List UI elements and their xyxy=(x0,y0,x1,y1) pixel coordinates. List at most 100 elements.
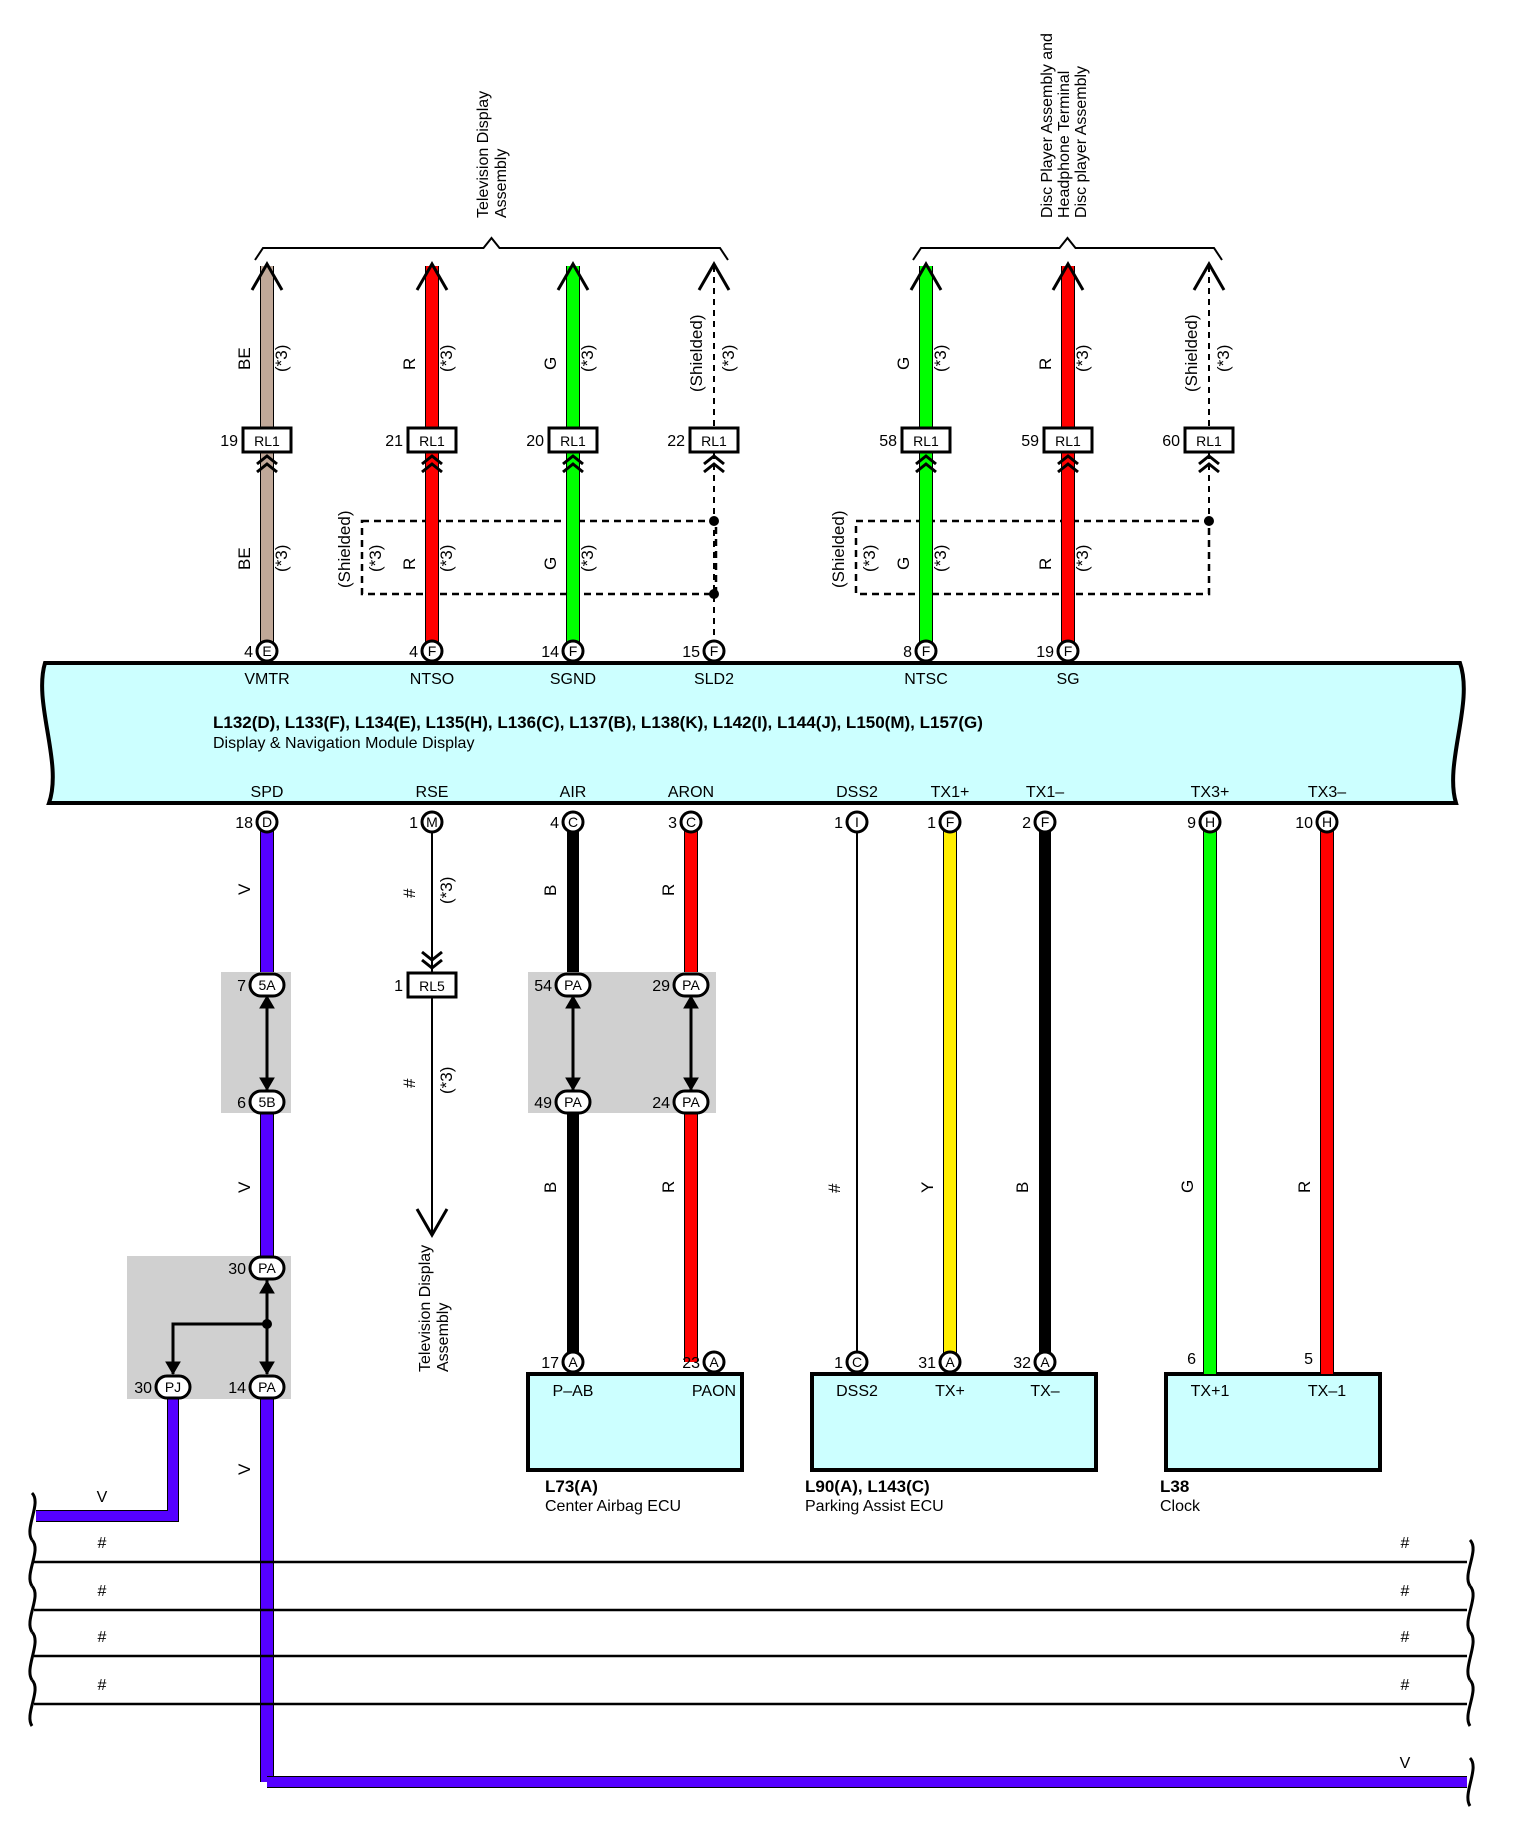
ecu-code-clock: L38 xyxy=(1160,1477,1189,1496)
spd-pa-up-head xyxy=(259,1280,275,1294)
bus-line-1-left-code: # xyxy=(98,1535,107,1552)
disc-group-label: Headphone Terminal xyxy=(1056,71,1073,218)
top-sg-code-bot: R xyxy=(1036,558,1055,570)
top-ntso-arrow xyxy=(415,260,449,291)
ecu-airbag-pin-0-pin-num: 17 xyxy=(541,1355,559,1372)
top-sld2-code-top: (Shielded) xyxy=(687,315,706,393)
top-vmtr-note-top: (*3) xyxy=(272,345,291,372)
aron-junction-down-head xyxy=(683,1077,699,1091)
rse-code-2: # xyxy=(400,1078,419,1088)
spd-pa14-oval xyxy=(248,1374,286,1400)
air-pa-bot-oval xyxy=(554,1089,592,1115)
top-sgnd-relay-num: 20 xyxy=(526,433,544,450)
top-sgnd-code-bot: G xyxy=(541,557,560,570)
ecu-airbag-pin-1-pin xyxy=(702,1350,726,1374)
rse-chevrons xyxy=(421,950,443,970)
ecu-parking-pin-0-pin-letter: C xyxy=(852,1354,862,1370)
tx1m-pin xyxy=(1033,810,1057,834)
ecu-airbag-pin-0-pin xyxy=(561,1350,585,1374)
shield-dot xyxy=(709,589,719,599)
bus-edge-right xyxy=(1466,1756,1475,1807)
top-ntso-terminal: NTSO xyxy=(410,671,454,688)
ecu-clock-pin-1-num: 5 xyxy=(1304,1351,1313,1368)
ecu-parking-pin-2-label: TX– xyxy=(1030,1383,1059,1400)
dss2-pin xyxy=(845,810,869,834)
spd-pj30-oval-letter: PJ xyxy=(165,1379,181,1395)
top-disc-shield-relay xyxy=(1183,426,1235,454)
ecu-parking-pin-1-pin-num: 31 xyxy=(918,1355,936,1372)
air-pa-top-oval xyxy=(554,972,592,998)
aron-pa-top-oval-letter: PA xyxy=(682,977,700,993)
top-sld2-relay xyxy=(688,426,740,454)
top-vmtr-pin xyxy=(255,639,279,663)
spd-pa14-oval-num: 14 xyxy=(228,1380,246,1397)
top-sgnd-pin xyxy=(561,639,585,663)
top-ntsc-pin-num: 8 xyxy=(903,644,912,661)
ecu-code-parking: L90(A), L143(C) xyxy=(805,1477,930,1496)
tx1m-pin-letter: F xyxy=(1041,814,1050,830)
spd-pa14-oval-letter: PA xyxy=(258,1379,276,1395)
spd-pa30-oval-letter: PA xyxy=(258,1260,276,1276)
spd-pa30-oval-num: 30 xyxy=(228,1261,246,1278)
spd-pa30-oval xyxy=(248,1255,286,1281)
bus-edge-right xyxy=(1466,1630,1475,1681)
tx1p-pin xyxy=(938,810,962,834)
ecu-parking-pin-0-pin xyxy=(845,1350,869,1374)
brace-tv xyxy=(254,236,729,261)
top-ntso-pin xyxy=(420,639,444,663)
air-pin xyxy=(561,810,585,834)
air-code-1: B xyxy=(541,885,560,896)
tx1p-pin-letter: F xyxy=(946,814,955,830)
ecu-parking-pin-1-label: TX+ xyxy=(935,1383,965,1400)
rse-destination: Assembly xyxy=(435,1303,452,1372)
bus-edge-left xyxy=(28,1678,37,1727)
disc-group-label: Disc player Assembly xyxy=(1073,66,1090,218)
top-vmtr-relay xyxy=(241,426,293,454)
dss2-code: # xyxy=(825,1183,844,1193)
bus-edge-left xyxy=(28,1630,37,1681)
ecu-clock-pin-0-label: TX+1 xyxy=(1191,1383,1230,1400)
top-vmtr-note-bot: (*3) xyxy=(272,545,291,572)
top-ntso-relay-num: 21 xyxy=(385,433,403,450)
top-sg-relay-num: 59 xyxy=(1021,433,1039,450)
spd-5b-oval-letter: 5B xyxy=(258,1094,275,1110)
top-sgnd-note-bot: (*3) xyxy=(578,545,597,572)
rse-rl5-relay-num: 1 xyxy=(394,978,403,995)
bus-line-2-left-code: # xyxy=(98,1583,107,1600)
spd-pj30-oval-num: 30 xyxy=(134,1380,152,1397)
ecu-parking-pin-2-pin-num: 32 xyxy=(1013,1355,1031,1372)
top-sgnd-relay xyxy=(547,426,599,454)
ecu-parking-pin-1-pin xyxy=(938,1350,962,1374)
top-disc-shield-relay-label: RL1 xyxy=(1196,433,1222,449)
top-vmtr-pin-letter: E xyxy=(262,643,271,659)
top-ntsc-chevrons xyxy=(915,454,937,474)
top-vmtr-code-bot: BE xyxy=(235,547,254,570)
top-sld2-pin-num: 15 xyxy=(682,644,700,661)
tv-group-label: Assembly xyxy=(493,149,510,218)
dss2-pin-letter: I xyxy=(855,814,859,830)
aron-code-2: R xyxy=(659,1181,678,1193)
spd-5a-oval-letter: 5A xyxy=(258,977,276,993)
bus-edge-right xyxy=(1466,1584,1475,1633)
brace-disc xyxy=(912,236,1223,261)
air-junction-up-head xyxy=(565,995,581,1009)
rse-pin-letter: M xyxy=(426,814,438,830)
top-ntsc-relay-label: RL1 xyxy=(913,433,939,449)
ecu-clock-pin-1-label: TX–1 xyxy=(1308,1383,1346,1400)
top-ntso-relay-label: RL1 xyxy=(419,433,445,449)
spd-pj-down-head xyxy=(165,1361,181,1375)
spd-pin-num: 18 xyxy=(235,815,253,832)
ecu-parking-pin-0-label: DSS2 xyxy=(836,1383,878,1400)
top-ntso-chevrons xyxy=(421,454,443,474)
air-code-2: B xyxy=(541,1182,560,1193)
top-ntsc-relay-num: 58 xyxy=(879,433,897,450)
bottom-air-terminal: AIR xyxy=(560,784,587,801)
module-subtitle: Display & Navigation Module Display xyxy=(213,735,474,752)
ecu-name-clock: Clock xyxy=(1160,1498,1201,1515)
spd-5a-oval-num: 7 xyxy=(237,978,246,995)
spd-pin-letter: D xyxy=(262,814,272,830)
top-sgnd-relay-label: RL1 xyxy=(560,433,586,449)
spd-junction-down-head xyxy=(259,1077,275,1091)
top-sld2-relay-label: RL1 xyxy=(701,433,727,449)
shield-box-disc xyxy=(854,519,1211,596)
